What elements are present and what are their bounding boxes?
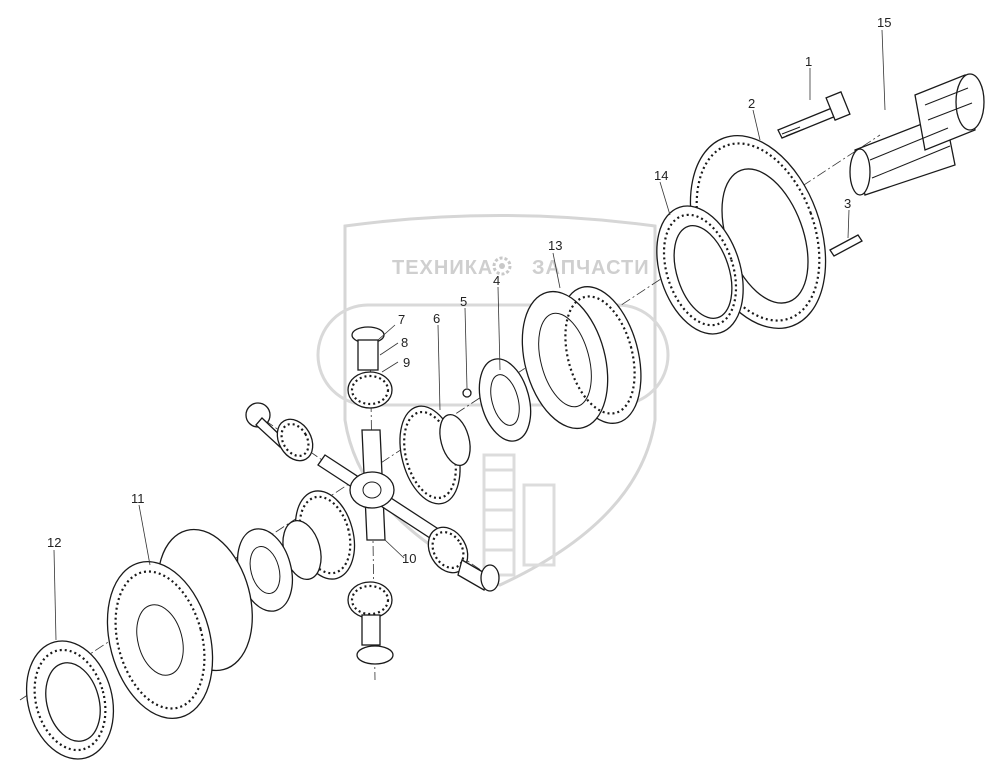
callouts: 1 2 3 4 5 6 7 8 9 10 11 12 13 14 15 bbox=[47, 15, 891, 566]
pinion-gear-bottom bbox=[347, 581, 394, 665]
part-13-housing-half bbox=[521, 286, 642, 430]
part-6-side-gear bbox=[399, 405, 471, 505]
part-14-bearing bbox=[656, 205, 744, 335]
part-10-spider-cross bbox=[317, 429, 441, 541]
part-7-9-pinion-stack-top bbox=[347, 326, 393, 409]
side-gear-left bbox=[282, 490, 356, 580]
callout-2: 2 bbox=[748, 96, 755, 111]
part-1-bolt bbox=[777, 91, 851, 139]
pinion-gear-left bbox=[245, 402, 314, 462]
callout-1: 1 bbox=[805, 54, 812, 69]
callout-11: 11 bbox=[131, 491, 145, 506]
part-15-splined-shaft bbox=[849, 73, 985, 196]
callout-9: 9 bbox=[403, 355, 410, 370]
part-11-housing-half-left bbox=[106, 528, 253, 720]
pinion-gear-right bbox=[427, 526, 500, 592]
watermark-word-right: ЗАПЧАСТИ bbox=[532, 257, 650, 279]
callout-13: 13 bbox=[548, 238, 562, 253]
part-4-thrust-washer bbox=[478, 358, 532, 442]
part-3-pin bbox=[829, 234, 863, 257]
leader-lines bbox=[53, 29, 886, 641]
callout-8: 8 bbox=[401, 335, 408, 350]
callout-10: 10 bbox=[402, 551, 416, 566]
callout-14: 14 bbox=[654, 168, 668, 183]
thrust-washer-left bbox=[236, 528, 294, 612]
callout-4: 4 bbox=[493, 273, 500, 288]
callout-15: 15 bbox=[877, 15, 891, 30]
callout-7: 7 bbox=[398, 312, 405, 327]
watermark-word-left: ТЕХНИКА bbox=[392, 257, 493, 279]
callout-3: 3 bbox=[844, 196, 851, 211]
part-5-small-pin bbox=[462, 388, 472, 398]
callout-5: 5 bbox=[460, 294, 467, 309]
callout-12: 12 bbox=[47, 535, 61, 550]
gear-icon bbox=[492, 256, 512, 276]
callout-6: 6 bbox=[433, 311, 440, 326]
part-12-bearing-left bbox=[25, 640, 115, 760]
watermark-blocks bbox=[482, 453, 556, 577]
